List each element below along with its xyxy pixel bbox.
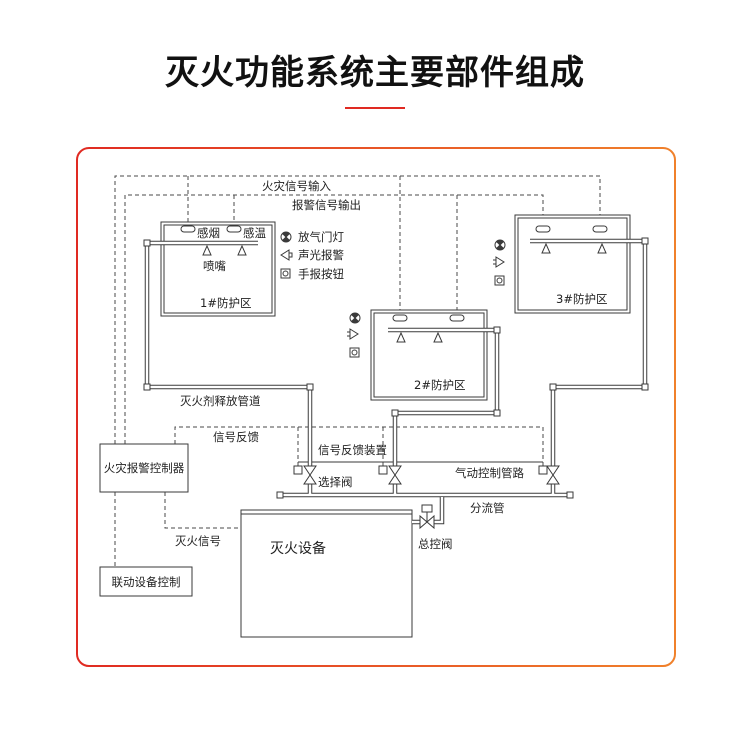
zone-1-manual-button-icon [280,268,291,279]
zone-3-box [514,214,631,314]
pipe-node [549,383,557,391]
pipe-node [493,326,501,334]
heat-detector-label: 感温 [243,226,266,240]
selector-valve-1 [303,465,317,485]
zone-2-box [370,309,488,401]
zone-3-alarm-horn-icon [493,256,505,268]
zone-2-nozzle-icon [396,331,406,343]
fire-signal-input-label: 火灾信号输入 [262,179,331,193]
selector-valve-2 [388,465,402,485]
zone-2-heat-detector-icon [449,314,465,322]
pipe-node [306,383,314,391]
zone-3-manual-button-icon [494,275,505,286]
pipe-node [143,239,151,247]
pipe-node [391,409,399,417]
extinguish-signal-label: 灭火信号 [175,534,221,548]
zone-3-label: 3#防护区 [556,292,607,306]
diagram-frame [76,147,676,667]
zone-2-manual-button-icon [349,347,360,358]
nozzle-label: 喷嘴 [203,259,226,273]
extinguish-signal-line [164,492,241,529]
fire-signal-input-line [114,175,601,444]
signal-feedback-label: 信号反馈 [213,430,259,444]
selector-valve-3 [546,465,560,485]
extinguishing-equipment-label: 灭火设备 [270,540,326,557]
linkage-control-label: 联动设备控制 [112,575,181,589]
zone-3-heat-detector-icon [592,225,608,233]
manifold-pipe [280,484,570,498]
zone-3-vent-lamp-icon [494,239,506,251]
zone-1-label: 1#防护区 [200,296,251,310]
smoke-detector-label: 感烟 [197,226,220,240]
pneumatic-line-label: 气动控制管路 [455,466,524,480]
zone-3-nozzle-icon [541,242,551,254]
feedback-device-2 [378,465,388,475]
zone-2-smoke-detector-icon [392,314,408,322]
release-pipe-label: 灭火剂释放管道 [180,394,261,408]
zone-1-nozzle-icon [202,244,212,256]
zone-2-alarm-horn-icon [347,328,359,340]
zone-1-vent-lamp-icon [280,231,292,243]
main-valve-pipe [412,497,445,525]
selector-valve-label: 选择阀 [318,475,353,489]
pipe-node [143,383,151,391]
pipe-node [641,237,649,245]
pipe-node [493,409,501,417]
pipe-node [566,491,574,499]
signal-feedback-line [174,426,544,466]
zone-1-alarm-horn-icon [280,249,293,261]
main-control-valve [419,504,435,530]
manifold-label: 分流管 [470,501,505,515]
alarm-signal-output-label: 报警信号输出 [292,198,361,212]
alarm-horn-label: 声光报警 [298,248,344,262]
feedback-device-3 [538,465,548,475]
fire-alarm-controller-box [99,443,189,493]
page-title: 灭火功能系统主要部件组成 [165,53,585,93]
extinguishing-equipment-box [240,509,413,638]
zone-1-nozzle-icon [237,244,247,256]
linkage-control-box [99,566,193,597]
alarm-signal-output-line [124,194,544,444]
pipe-node [641,383,649,391]
manual-button-label: 手报按钮 [298,267,344,281]
zone-1-heat-detector-icon [226,225,242,233]
zone-1-smoke-detector-icon [180,225,196,233]
zone-3-smoke-detector-icon [535,225,551,233]
zone-2-label: 2#防护区 [414,378,465,392]
feedback-device-1 [293,465,303,475]
pipe-node [276,491,284,499]
title-underline [345,107,405,109]
zone-1-box [160,221,276,317]
vent-lamp-label: 放气门灯 [298,230,344,244]
feedback-device-label: 信号反馈装置 [318,443,387,457]
zone-3-nozzle-icon [597,242,607,254]
zone-2-vent-lamp-icon [349,312,361,324]
fire-alarm-controller-label: 火灾报警控制器 [104,461,185,475]
pipe-corner-nodes [143,237,649,499]
zone-2-nozzle-icon [433,331,443,343]
main-valve-label: 总控阀 [418,537,453,551]
